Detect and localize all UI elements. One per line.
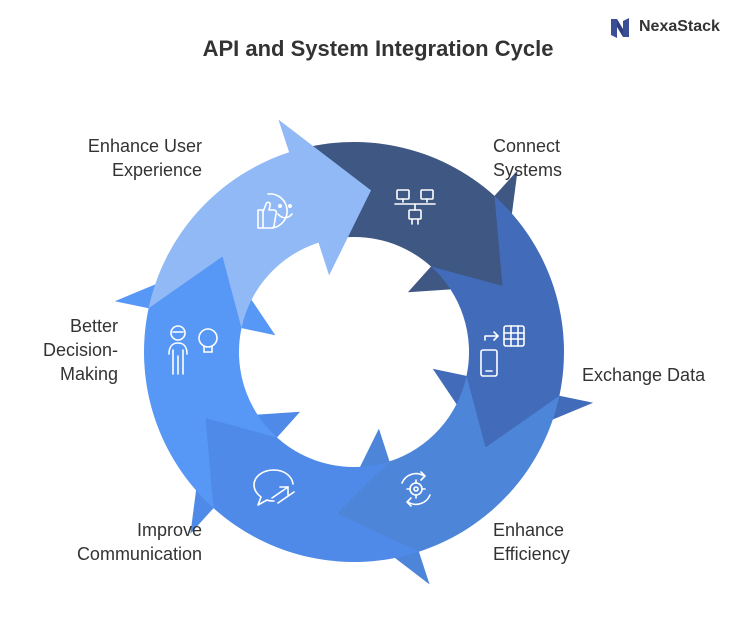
cycle-arrow-better-decision-making — [114, 256, 277, 509]
cycle-arrow-enhance-user-experience — [148, 119, 371, 329]
cycle-arrow-enhance-efficiency — [337, 375, 560, 585]
speech-bubble-icon — [253, 469, 295, 506]
network-computers-icon — [394, 189, 436, 225]
step-label-enhance-user-experience: Enhance User Experience — [87, 136, 202, 180]
step-label-connect-systems: Connect Systems — [493, 136, 563, 180]
page-title: API and System Integration Cycle — [202, 36, 554, 61]
step-label-enhance-efficiency: Enhance Efficiency — [493, 520, 570, 564]
person-lightbulb-icon — [168, 325, 218, 375]
nexastack-logo-icon — [611, 18, 629, 38]
cycle-arrow-exchange-data — [431, 195, 594, 448]
gear-cycle-icon — [401, 471, 431, 507]
cycle-segments — [114, 119, 594, 585]
brand-name: NexaStack — [639, 18, 720, 35]
cycle-arrow-improve-communication — [190, 411, 419, 562]
smiley-thumbs-up-icon — [257, 193, 293, 229]
step-label-improve-communication: Improve Communication — [76, 520, 202, 564]
step-label-better-decision-making: Better Decision- Making — [42, 316, 118, 384]
cycle-arrow-connect-systems — [289, 142, 518, 293]
phone-spreadsheet-icon — [480, 325, 525, 377]
step-label-exchange-data: Exchange Data — [582, 365, 706, 385]
